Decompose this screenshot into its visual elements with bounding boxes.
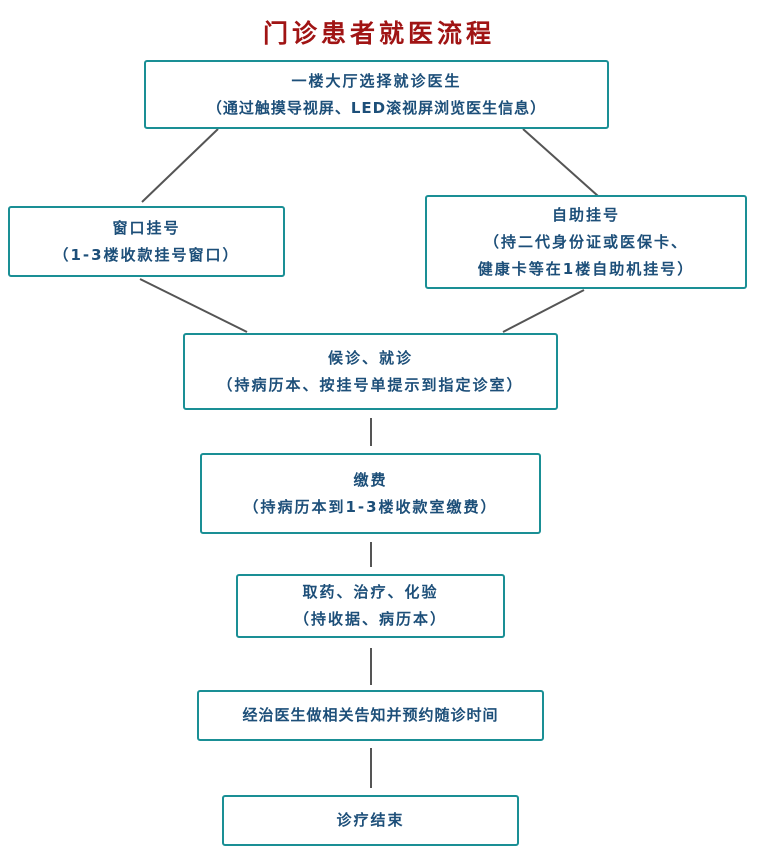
connector-select-to-self: [522, 128, 599, 197]
step-self-register: 自助挂号 （持二代身份证或医保卡、 健康卡等在1楼自助机挂号）: [425, 195, 747, 289]
connector-window-to-wait: [139, 278, 248, 333]
step-self-register-detail-1: （持二代身份证或医保卡、: [483, 232, 688, 251]
step-select-doctor-detail: （通过触摸导视屏、LED滚视屏浏览医生信息）: [206, 98, 547, 117]
step-end: 诊疗结束: [222, 795, 519, 846]
step-wait-consult-detail: （持病历本、按挂号单提示到指定诊室）: [217, 375, 524, 394]
step-doctor-notice-title: 经治医生做相关告知并预约随诊时间: [242, 706, 499, 724]
flowchart-title: 门诊患者就医流程: [262, 19, 495, 48]
step-medicine-treatment-title: 取药、治疗、化验: [302, 583, 439, 601]
step-medicine-treatment: 取药、治疗、化验 （持收据、病历本）: [236, 574, 505, 638]
step-window-register: 窗口挂号 （1-3楼收款挂号窗口）: [8, 206, 285, 277]
step-wait-consult: 候诊、就诊 （持病历本、按挂号单提示到指定诊室）: [183, 333, 558, 410]
connector-select-to-window: [141, 128, 219, 203]
step-payment-title: 缴费: [353, 470, 388, 489]
step-doctor-notice: 经治医生做相关告知并预约随诊时间: [197, 690, 544, 741]
step-payment: 缴费 （持病历本到1-3楼收款室缴费）: [200, 453, 541, 534]
step-window-register-title: 窗口挂号: [112, 218, 181, 237]
connector-self-to-wait: [502, 289, 585, 333]
step-wait-consult-title: 候诊、就诊: [327, 348, 413, 367]
step-end-title: 诊疗结束: [336, 811, 405, 829]
step-self-register-detail-2: 健康卡等在1楼自助机挂号）: [477, 259, 695, 278]
step-window-register-detail: （1-3楼收款挂号窗口）: [53, 245, 240, 264]
step-medicine-treatment-detail: （持收据、病历本）: [293, 610, 447, 628]
step-select-doctor: 一楼大厅选择就诊医生 （通过触摸导视屏、LED滚视屏浏览医生信息）: [144, 60, 609, 129]
step-self-register-title: 自助挂号: [551, 205, 620, 224]
step-select-doctor-title: 一楼大厅选择就诊医生: [291, 71, 462, 90]
step-payment-detail: （持病历本到1-3楼收款室缴费）: [243, 497, 498, 516]
